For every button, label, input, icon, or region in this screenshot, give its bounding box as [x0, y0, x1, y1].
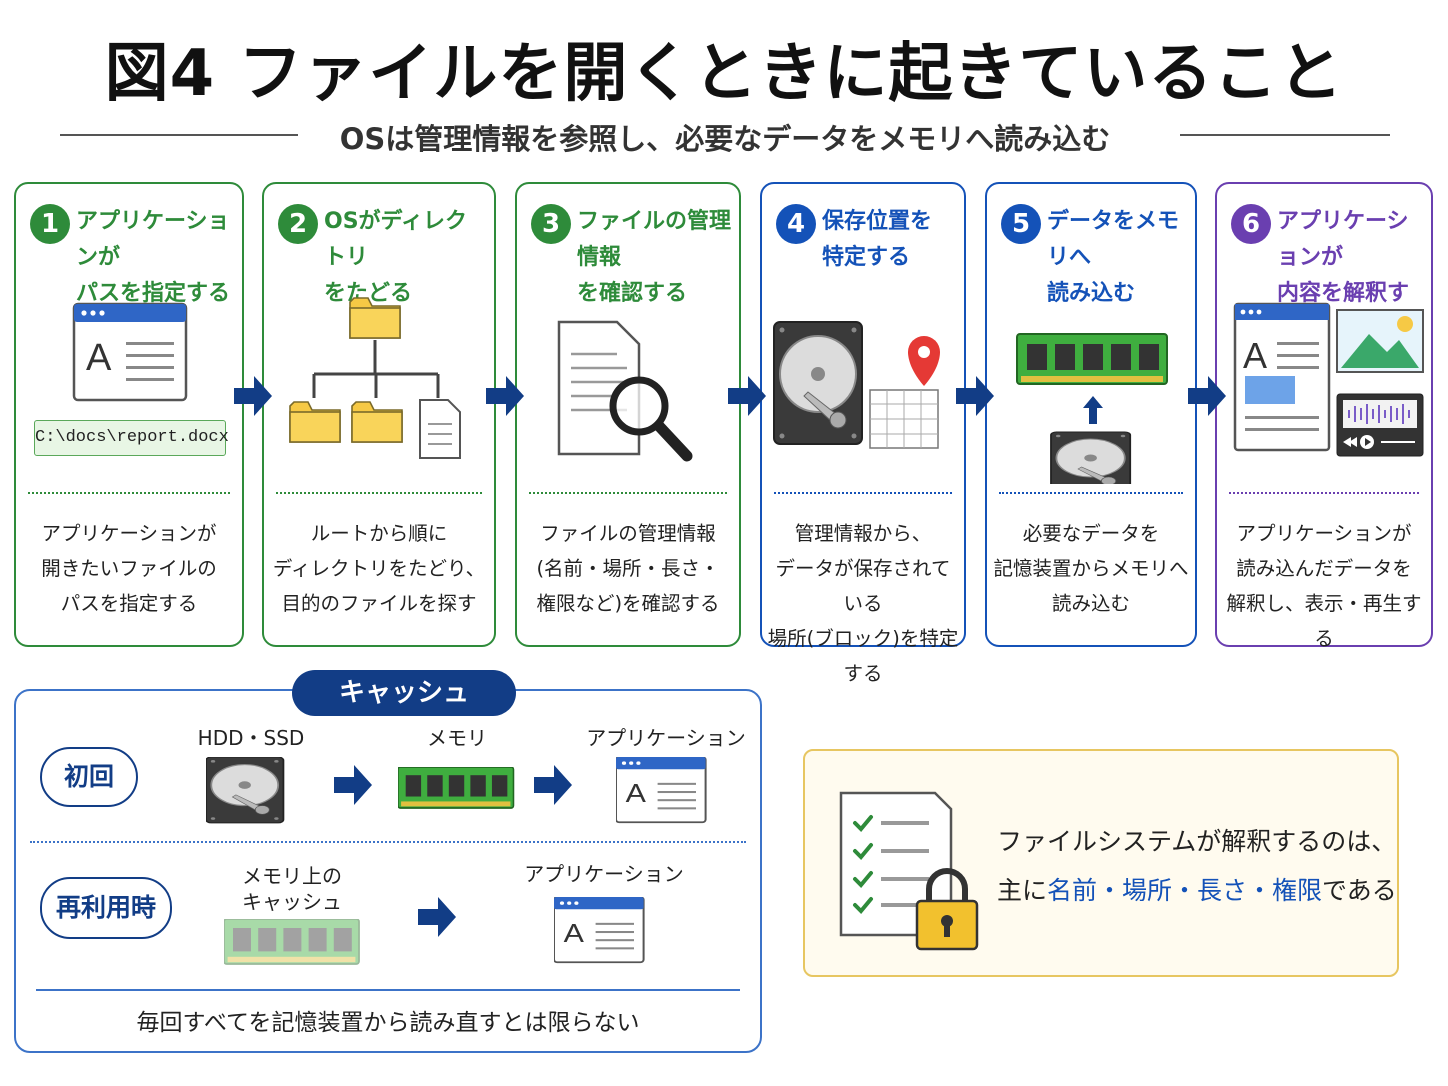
step-number-badge: 1	[30, 204, 70, 244]
arrow-right-icon	[728, 376, 766, 416]
folder-tree-icon	[289, 297, 461, 459]
cache-label: キャッシュ	[292, 670, 516, 716]
note-line-1: ファイルシステムが解釈するのは、	[997, 827, 1397, 856]
step-description: アプリケーションが 読み込んだデータを 解釈し、表示・再生する	[1226, 522, 1422, 650]
step-card-3: 3 ファイルの管理情報 を確認する ファイルの管理情報 (名前・場所・長さ・ 権…	[515, 182, 741, 647]
arrow-right-icon	[486, 376, 524, 416]
arrow-right-icon	[418, 897, 456, 937]
step-title: アプリケーションが 内容を解釈する	[1277, 209, 1410, 342]
divider	[1229, 492, 1419, 494]
divider	[529, 492, 727, 494]
subtitle-rule-right	[1180, 134, 1390, 136]
arrow-right-icon	[1188, 376, 1226, 416]
note-box: ファイルシステムが解釈するのは、 主に名前・場所・長さ・権限である	[803, 749, 1399, 977]
app-label-2: アプリケーション	[524, 862, 684, 886]
step-card-1: 1 アプリケーションが パスを指定する C:\docs\report.docx …	[14, 182, 244, 647]
memory-load-icon	[1016, 333, 1168, 484]
app-label: アプリケーション	[586, 726, 746, 750]
step-number-badge: 5	[1001, 204, 1041, 244]
step-number-badge: 6	[1231, 204, 1271, 244]
note-line-2-prefix: 主に	[997, 876, 1048, 905]
step-title: ファイルの管理情報 を確認する	[577, 209, 732, 306]
cache-divider	[30, 841, 746, 843]
step-number-badge: 4	[776, 204, 816, 244]
divider	[276, 492, 482, 494]
app-window-icon	[554, 897, 645, 964]
note-line-2-suffix: である	[1322, 876, 1397, 905]
note-text: ファイルシステムが解釈するのは、 主に名前・場所・長さ・権限である	[997, 817, 1397, 915]
divider	[774, 492, 952, 494]
path-example: C:\docs\report.docx	[34, 420, 229, 456]
first-time-pill: 初回	[40, 747, 138, 807]
step-title: OSがディレクトリ をたどる	[324, 209, 468, 306]
cache-panel: 初回 HDD・SSD メモリ アプリケーション 再利用時 メモリ上の キャッシュ…	[14, 689, 762, 1053]
reuse-pill: 再利用時	[40, 877, 172, 939]
memory-icon	[398, 767, 515, 809]
step-description: 管理情報から、 データが保存されている 場所(ブロック)を特定する	[767, 522, 959, 685]
step-description: ファイルの管理情報 (名前・場所・長さ・ 権限など)を確認する	[536, 522, 720, 615]
arrow-right-icon	[334, 765, 372, 805]
footer-rule	[36, 989, 740, 991]
step-title: データをメモリへ 読み込む	[1047, 209, 1180, 306]
app-media-icon: A	[1233, 302, 1424, 457]
app-window-icon	[616, 757, 707, 824]
hdd-location-icon	[773, 321, 940, 449]
note-line-2: 主に名前・場所・長さ・権限である	[997, 866, 1397, 915]
hdd-icon	[206, 757, 285, 824]
subtitle: OSは管理情報を参照し、必要なデータをメモリへ読み込む	[339, 122, 1111, 156]
step-title: アプリケーションが パスを指定する	[76, 209, 231, 306]
checklist-lock-icon	[839, 791, 979, 951]
step-card-6: 6 アプリケーションが 内容を解釈する A アプリケーションが 読み込んだデータ…	[1215, 182, 1433, 650]
step-card-4: 4 保存位置を 特定する 管理情報から、 データが保存されている 場所(ブロック…	[760, 182, 966, 685]
document-search-icon	[557, 320, 693, 462]
step-number-badge: 3	[531, 204, 571, 244]
arrow-right-icon	[956, 376, 994, 416]
storage-label: HDD・SSD	[197, 726, 305, 750]
memory-cache-label: メモリ上の キャッシュ	[242, 864, 342, 914]
subtitle-rule-left	[60, 134, 298, 136]
svg-text:A: A	[1243, 335, 1267, 376]
memory-cache-icon	[224, 919, 360, 965]
page-title: 図4 ファイルを開くときに起きていること	[104, 37, 1344, 111]
divider	[28, 492, 230, 494]
step-description: ルートから順に ディレクトリをたどり、 目的のファイルを探す	[272, 522, 486, 615]
step-card-2: 2 OSがディレクトリ をたどる ルートから順に ディレクトリをたどり、 目的の…	[262, 182, 496, 647]
cache-footer-text: 毎回すべてを記憶装置から読み直すとは限らない	[136, 1010, 640, 1036]
step-title: 保存位置を 特定する	[822, 209, 933, 270]
divider	[999, 492, 1183, 494]
note-highlight: 名前・場所・長さ・権限	[1047, 876, 1323, 905]
step-card-5: 5 データをメモリへ 読み込む 必要なデータを 記憶装置からメモリへ 読み込む	[985, 182, 1197, 647]
subtitle-row: OSは管理情報を参照し、必要なデータをメモリへ読み込む	[60, 112, 1390, 156]
step-number-badge: 2	[278, 204, 318, 244]
step-description: 必要なデータを 記憶装置からメモリへ 読み込む	[993, 522, 1189, 615]
memory-label: メモリ	[427, 726, 487, 750]
arrow-right-icon	[534, 765, 572, 805]
arrow-right-icon	[234, 376, 272, 416]
step-description: アプリケーションが 開きたいファイルの パスを指定する	[41, 522, 217, 615]
